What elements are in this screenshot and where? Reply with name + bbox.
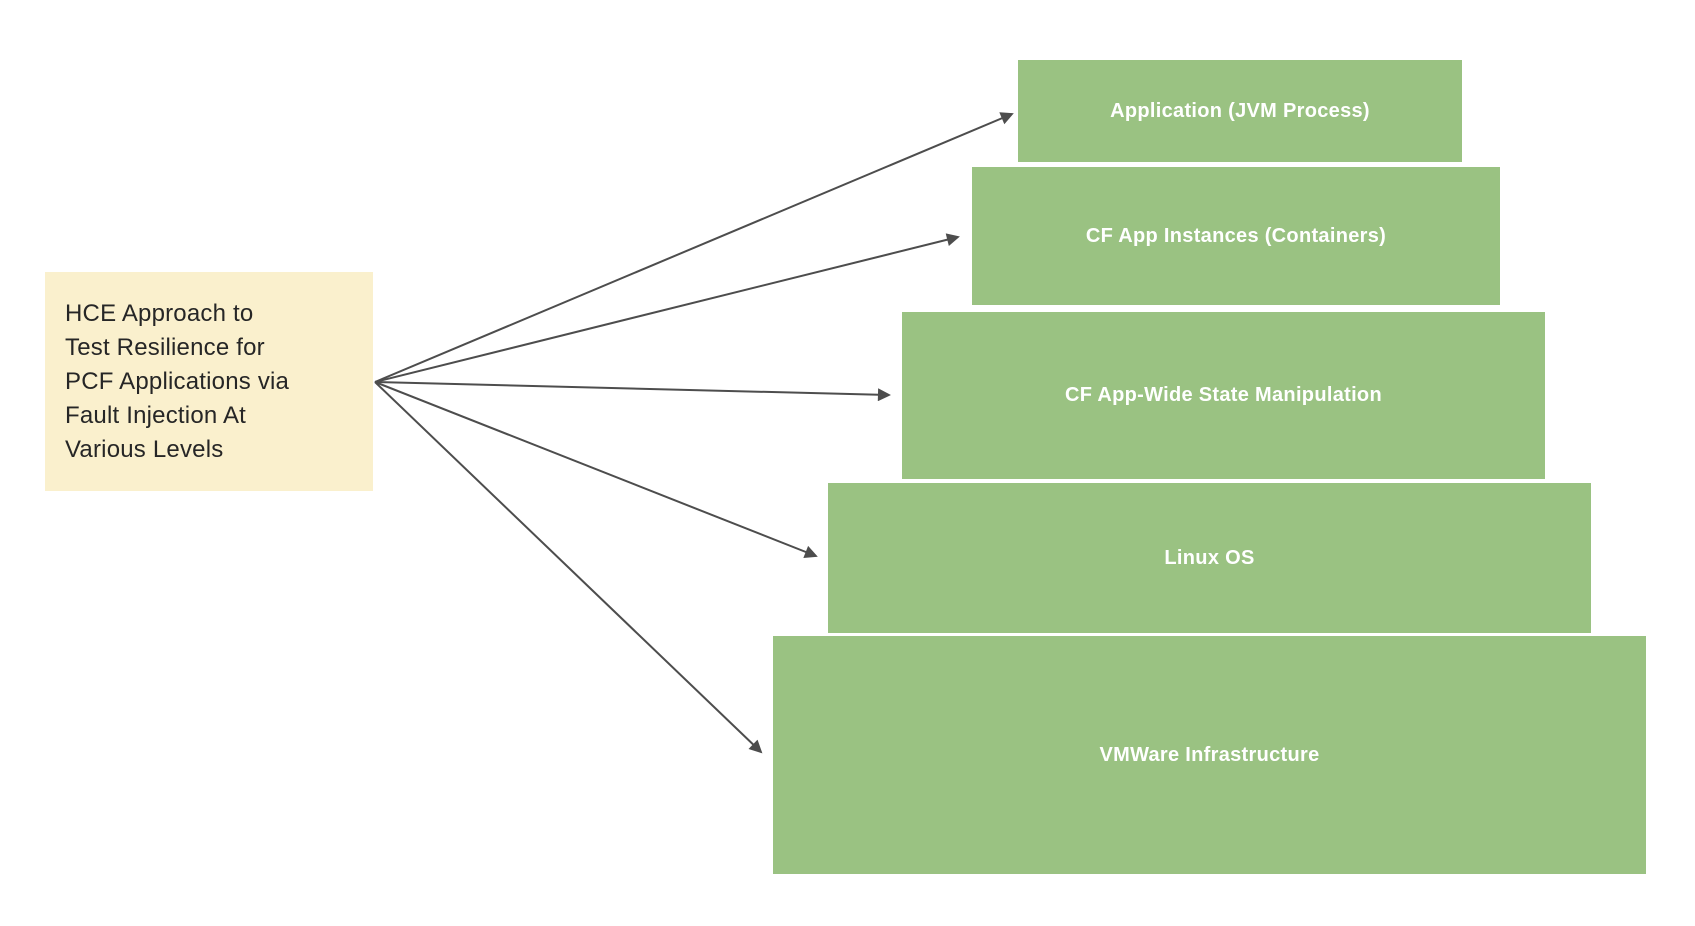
source-box-line: Various Levels (65, 435, 224, 463)
level-box-cf-app-wide-state: CF App-Wide State Manipulation (902, 312, 1545, 479)
level-box-vmware-infrastructure: VMWare Infrastructure (773, 636, 1646, 874)
level-box-cf-app-instances: CF App Instances (Containers) (972, 167, 1500, 305)
arrow-to-cf-app-instances (374, 233, 960, 383)
source-box: HCE Approach to Test Resilience for PCF … (45, 272, 373, 491)
level-box-application: Application (JVM Process) (1018, 60, 1462, 162)
source-box-line: Test Resilience for (65, 333, 265, 361)
source-box-line: Fault Injection At (65, 401, 247, 429)
arrow-to-linux-os (374, 381, 818, 558)
level-label: Linux OS (1164, 546, 1255, 569)
source-box-line: HCE Approach to (65, 299, 254, 327)
level-label: CF App-Wide State Manipulation (1065, 384, 1382, 406)
level-box-linux-os: Linux OS (828, 483, 1591, 633)
arrow-to-vmware-infrastructure (374, 381, 763, 754)
level-label: VMWare Infrastructure (1099, 743, 1320, 766)
level-label: CF App Instances (Containers) (1085, 224, 1387, 247)
source-box-line: PCF Applications via (65, 367, 290, 395)
level-label: Application (JVM Process) (1110, 99, 1370, 122)
arrow-to-cf-app-wide-state (374, 381, 891, 402)
